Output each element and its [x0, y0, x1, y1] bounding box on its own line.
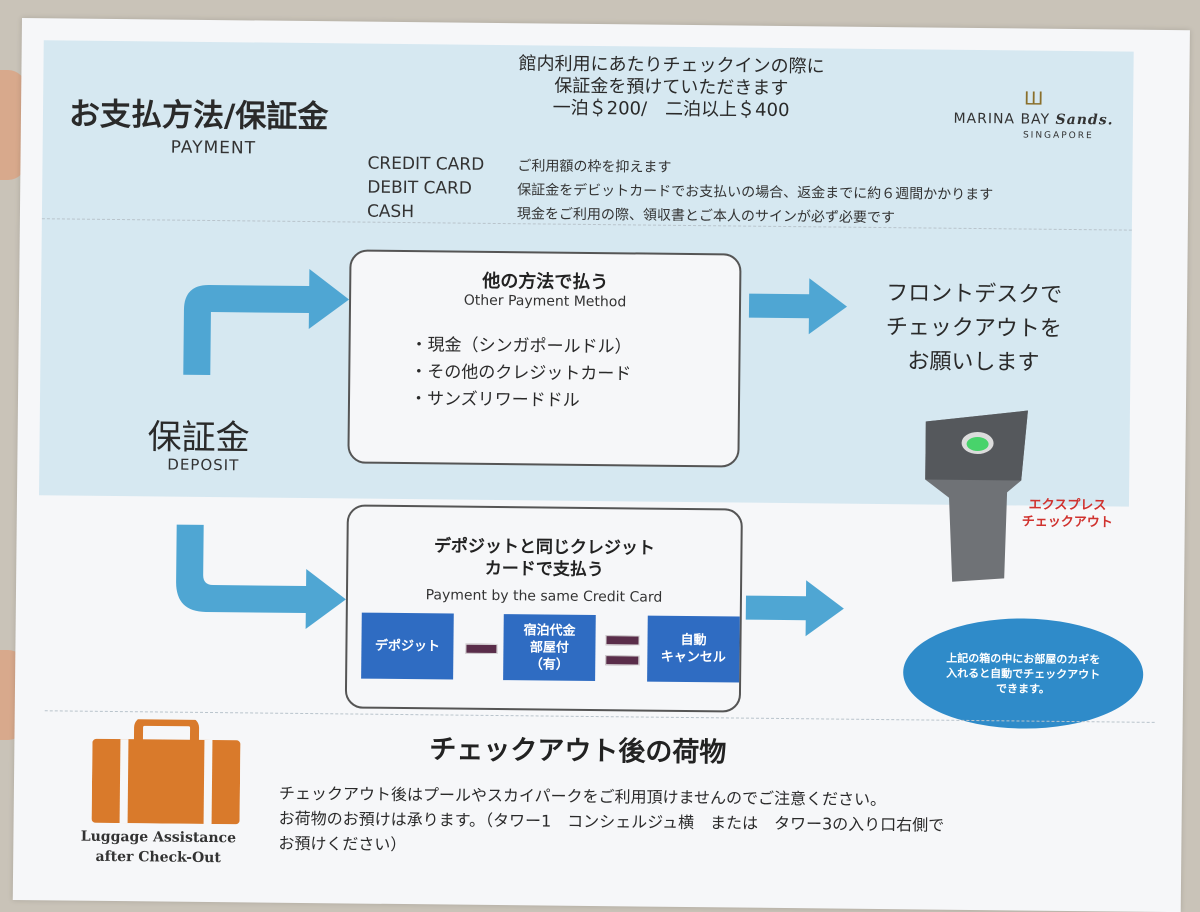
arrow-to-front-desk — [748, 278, 848, 335]
express-instruction-line2: 入れると自動でチェックアウト — [946, 666, 1101, 681]
deposit-card: デポジット — [361, 612, 454, 680]
auto-cancel-line1: 自動 — [680, 632, 707, 649]
list-item: ・現金（シンガポールドル） — [410, 335, 632, 358]
other-payment-list: ・現金（シンガポールドル） ・その他のクレジットカード ・サンズリワードドル — [410, 332, 632, 415]
other-payment-subtitle: Other Payment Method — [463, 292, 627, 311]
room-charge-line1: 宿泊代金 — [523, 622, 576, 639]
luggage-label-line1: Luggage Assistance — [80, 828, 237, 847]
deposit-label: 保証金 — [147, 417, 250, 459]
express-checkout-box-icon — [925, 410, 1028, 582]
luggage-title: チェックアウト後の荷物 — [429, 734, 727, 769]
minus-icon — [465, 643, 498, 655]
deposit-card-label: デポジット — [374, 638, 441, 654]
same-card-title: デポジットと同じクレジット カードで支払う — [348, 534, 740, 582]
equals-icon — [605, 655, 640, 666]
equals-icon — [605, 635, 640, 646]
list-item: ・その他のクレジットカード — [410, 362, 632, 385]
arrow-to-express — [745, 580, 844, 637]
arrow-up-right — [183, 269, 350, 375]
express-label-line1: エクスプレス — [1028, 497, 1107, 514]
auto-cancel-line2: キャンセル — [660, 649, 726, 666]
luggage-label: Luggage Assistance after Check-Out — [73, 827, 243, 869]
same-card-title-line2: カードで支払う — [484, 558, 604, 581]
suitcase-icon — [91, 718, 241, 825]
front-desk-instruction: フロントデスクで チェックアウトを お願いします — [858, 277, 1089, 381]
express-label-line2: チェックアウト — [1021, 514, 1113, 531]
front-desk-line1: フロントデスクで — [886, 281, 1063, 308]
other-payment-title: 他の方法で払う — [482, 270, 609, 294]
room-charge-card: 宿泊代金 部屋付 （有） — [503, 614, 596, 682]
express-checkout-label: エクスプレス チェックアウト — [1022, 496, 1113, 531]
luggage-label-line2: after Check-Out — [95, 848, 221, 867]
room-charge-line2: 部屋付 — [529, 639, 570, 656]
same-card-subtitle: Payment by the same Credit Card — [425, 587, 663, 606]
luggage-text: チェックアウト後はプールやスカイパークをご利用頂けませんのでご注意ください。 お… — [278, 781, 944, 863]
arrow-down-right — [176, 524, 346, 630]
list-item: ・サンズリワードドル — [409, 389, 580, 411]
payment-flyer: お支払方法/保証金 PAYMENT 館内利用にあたりチェックインの際に 保証金を… — [12, 18, 1190, 912]
front-desk-line3: お願いします — [907, 349, 1040, 376]
express-instruction-line3: できます。 — [996, 681, 1051, 696]
express-instruction-line1: 上記の箱の中にお部屋のカギを — [946, 651, 1101, 666]
same-card-box: デポジットと同じクレジット カードで支払う Payment by the sam… — [344, 504, 743, 713]
flow-arrows — [176, 269, 848, 637]
deposit-label-en: DEPOSIT — [167, 455, 240, 475]
auto-cancel-card: 自動 キャンセル — [647, 615, 740, 683]
room-charge-line3: （有） — [529, 656, 569, 673]
front-desk-line2: チェックアウトを — [885, 315, 1062, 342]
other-payment-box: 他の方法で払う Other Payment Method ・現金（シンガポールド… — [347, 249, 742, 468]
